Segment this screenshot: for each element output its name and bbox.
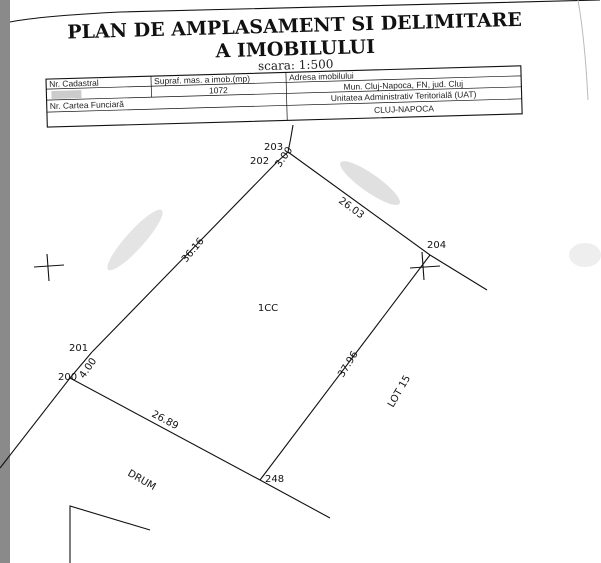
parcel-boundaries	[0, 124, 488, 563]
info-table: Nr. Cadastral Supraf. mas. a imob.(mp) 1…	[45, 65, 523, 128]
uat-label: Unitatea Administrativ Teritorială (UAT)	[331, 89, 477, 103]
redacted-edge	[569, 243, 601, 267]
point-203: 203	[264, 142, 283, 153]
neighbor-lot-15: LOT 15	[386, 374, 413, 410]
uat-value: CLUJ-NAPOCA	[374, 103, 435, 115]
paper-border	[9, 0, 601, 23]
nr-cadastral-label: Nr. Cadastral	[49, 78, 99, 89]
point-248: 248	[265, 474, 284, 485]
suprafata-value: 1072	[209, 85, 228, 96]
redacted-cadastral-number	[51, 90, 82, 99]
distance-204-248: 37.96	[336, 349, 361, 379]
adresa-value: Mun. Cluj-Napoca, FN, jud. Cluj	[343, 78, 463, 91]
point-202: 202	[250, 156, 269, 167]
redacted-neighbor-top	[340, 161, 400, 205]
cross-marker-204	[409, 251, 441, 281]
distance-201-202: 36.16	[180, 236, 207, 265]
header: PLAN DE AMPLASAMENT SI DELIMITARE A IMOB…	[45, 9, 523, 128]
distance-203-204: 26.03	[336, 196, 366, 222]
suprafata-label: Supraf. mas. a imob.(mp)	[154, 73, 250, 86]
parcel-label: 1CC	[258, 303, 278, 314]
redacted-neighbor-left	[107, 209, 163, 271]
title-line2: A IMOBILULUI	[214, 36, 375, 62]
scale-label: scara: 1:500	[258, 57, 334, 73]
point-201: 201	[69, 343, 88, 354]
cross-marker-left	[33, 253, 65, 282]
distance-200-201: 4.00	[77, 356, 99, 381]
carte-funciara-label: Nr. Cartea Funciară	[50, 99, 125, 111]
paper-fold	[577, 0, 589, 101]
neighbor-drum: DRUM	[126, 468, 158, 493]
point-200: 200	[58, 372, 77, 383]
point-204: 204	[427, 240, 446, 251]
adresa-label: Adresa imobilului	[289, 71, 354, 83]
scan-edge	[0, 0, 10, 563]
